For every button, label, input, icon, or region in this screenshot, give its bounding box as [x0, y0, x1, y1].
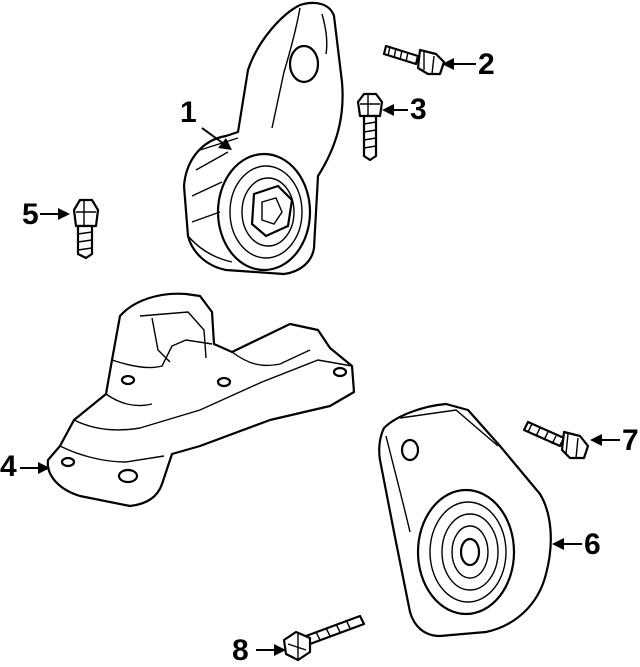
callout-6: 6	[584, 528, 601, 561]
bolt-8	[282, 614, 366, 662]
callout-7: 7	[622, 424, 639, 457]
callout-4: 4	[0, 450, 17, 483]
bolt-3	[356, 92, 384, 162]
bolt-2	[382, 44, 446, 76]
callout-1: 1	[180, 96, 197, 129]
callout-3: 3	[410, 93, 427, 126]
upper-mount-bracket	[182, 1, 344, 276]
bolt-7	[522, 420, 590, 460]
transmission-mount	[378, 402, 552, 638]
lower-crossmember-bracket	[46, 292, 356, 508]
callout-5: 5	[22, 198, 39, 231]
callout-2: 2	[478, 48, 495, 81]
leader-lines	[20, 58, 620, 656]
bolt-5	[72, 198, 100, 260]
callout-8: 8	[232, 634, 249, 667]
